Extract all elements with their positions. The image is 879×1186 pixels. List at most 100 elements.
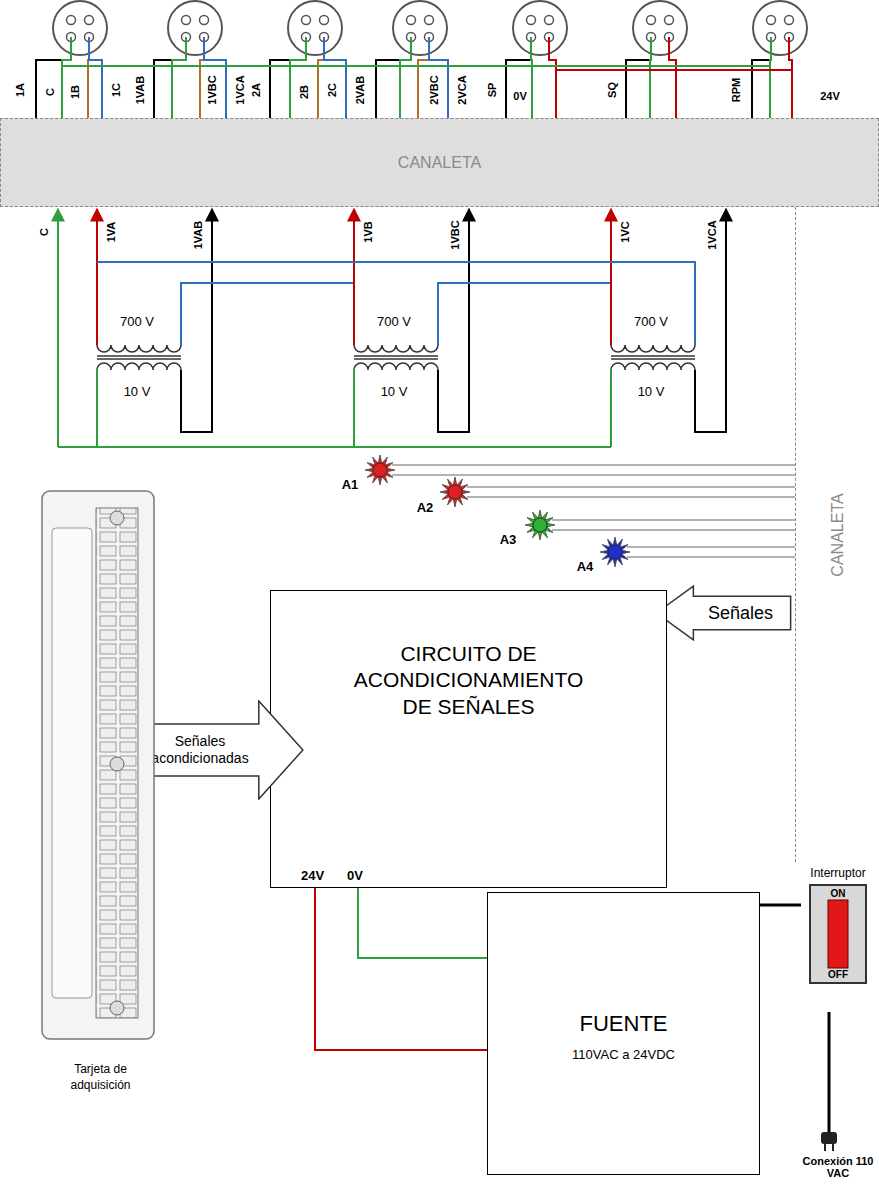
low-voltage-wire <box>181 209 212 432</box>
connector-pin <box>67 16 76 25</box>
connector-pin <box>182 16 191 25</box>
transformer-core <box>354 358 438 360</box>
common-wire <box>96 370 98 447</box>
led-wire <box>552 519 795 520</box>
signal-wire <box>290 37 306 118</box>
mounting-screw <box>110 1001 124 1015</box>
duct-label: CANALETA <box>398 154 481 172</box>
common-wire <box>57 209 59 447</box>
signal-name: SP <box>486 83 498 98</box>
phase-wire <box>96 209 98 345</box>
led-name: A1 <box>342 478 359 492</box>
power-wire <box>358 888 487 958</box>
signal-name: 1A <box>14 83 26 97</box>
signal-wire <box>418 37 429 118</box>
signal-wire <box>506 37 531 118</box>
connector-body <box>633 1 687 55</box>
transformer-core <box>97 358 181 360</box>
signal-wire <box>650 37 651 118</box>
terminal-strip <box>96 508 138 1018</box>
voltage-rating: 700 V <box>120 315 154 329</box>
card-body <box>52 528 92 998</box>
switch-state: ON <box>831 888 846 899</box>
led-name: A4 <box>577 560 594 574</box>
common-bus <box>62 65 770 67</box>
box-title: CIRCUITO DE ACONDICIONAMIENTO DE SEÑALES <box>344 641 594 720</box>
signal-name: C <box>44 88 56 96</box>
signal-name: 1VC <box>619 221 631 242</box>
signal-wire <box>626 37 651 118</box>
plug-prong <box>824 1144 826 1151</box>
led-lens <box>448 485 462 499</box>
led-wire <box>467 486 795 487</box>
plug <box>821 1132 837 1144</box>
signal-wire <box>669 37 676 118</box>
connector-pin <box>425 16 434 25</box>
signal-wire <box>270 37 306 118</box>
primary-winding <box>354 345 438 352</box>
signal-wire <box>172 37 186 118</box>
rocker-face <box>828 900 848 968</box>
connector-body <box>288 1 342 55</box>
supply-note: Conexión 110 VAC <box>798 1155 878 1179</box>
signal-name: C <box>38 228 50 236</box>
signal-name: 1B <box>69 85 81 99</box>
led-wire <box>392 464 795 465</box>
power-cord <box>828 1012 831 1134</box>
signal-wire <box>62 37 71 118</box>
connector-pin <box>407 16 416 25</box>
primary-winding <box>97 345 181 352</box>
arrow-shape-outline <box>656 586 790 640</box>
common-wire <box>353 370 355 447</box>
mounting-screw <box>110 511 124 525</box>
signal-wire <box>36 37 71 118</box>
led-wire <box>552 529 795 530</box>
connector-pin <box>200 16 209 25</box>
power-supply-box: FUENTE 110VAC a 24VDC <box>487 892 760 1175</box>
pin-label: 24V <box>301 868 324 883</box>
signal-wire <box>89 37 102 118</box>
signal-name: 1VB <box>362 221 374 242</box>
connector-body <box>753 1 807 55</box>
led-wire <box>627 546 795 547</box>
delta-wire <box>438 283 611 345</box>
secondary-winding <box>354 363 438 370</box>
led-symbol <box>525 510 555 540</box>
voltage-rating: 10 V <box>638 385 665 399</box>
secondary-winding <box>611 363 695 370</box>
connector-body <box>513 1 567 55</box>
box-title: FUENTE <box>580 1011 668 1037</box>
connector-pin <box>545 16 554 25</box>
connector-pin <box>665 16 674 25</box>
box-subtitle: 110VAC a 24VDC <box>572 1047 675 1062</box>
supply-bus <box>556 69 792 71</box>
arrow-label: Señales acondicionadas <box>144 733 256 767</box>
signal-wire <box>400 37 411 118</box>
signal-wire <box>770 37 771 118</box>
connector-pin <box>647 16 656 25</box>
primary-winding <box>611 345 695 352</box>
cable-duct: CANALETA <box>0 118 879 207</box>
signal-name: RPM <box>730 78 742 102</box>
rocker <box>827 899 849 969</box>
led-lens <box>533 518 547 532</box>
voltage-rating: 10 V <box>124 385 151 399</box>
cable-duct: CANALETA <box>795 207 879 862</box>
signal-name: 1VAB <box>134 76 146 105</box>
signal-name: 2VCA <box>456 75 468 104</box>
power-wire <box>760 904 801 907</box>
daq-card-drawing <box>38 488 163 1044</box>
connector-pin <box>527 16 536 25</box>
led-name: A3 <box>500 533 517 547</box>
transformer-core <box>611 358 695 360</box>
connector-pin <box>85 16 94 25</box>
signal-name: 1C <box>110 83 122 97</box>
power-wire <box>315 888 487 1050</box>
phase-wire <box>353 209 355 345</box>
common-bus <box>58 446 611 448</box>
daq-card: Tarjeta de adquisición <box>38 488 163 1100</box>
led-lens <box>373 463 387 477</box>
card-caption: Tarjeta de adquisición <box>43 1062 158 1093</box>
led-symbol <box>600 537 630 567</box>
